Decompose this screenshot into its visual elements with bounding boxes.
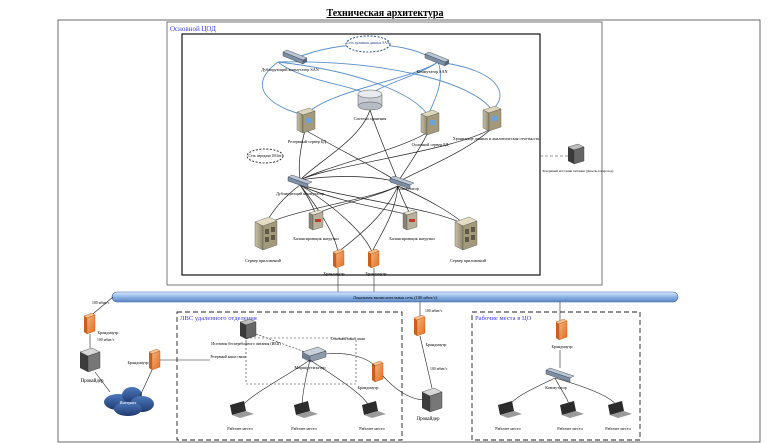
lan-switch-left-label: Дублирующий коммутатор — [276, 191, 324, 196]
link-fw-provider — [382, 375, 426, 401]
diesel-ups-icon — [567, 143, 585, 165]
main-db-server-icon — [420, 109, 440, 136]
archive-server-icon — [482, 105, 502, 132]
diagram-title: Техническая архитектура — [327, 8, 444, 19]
co-switch-label: Коммутатор — [545, 385, 567, 390]
provider-center-icon — [421, 387, 443, 413]
load-balancer-right-icon — [402, 209, 418, 231]
remote-ws-2-label: Рабочее место — [291, 426, 317, 431]
link-provider-internet — [94, 371, 111, 393]
app-server-right-label: Сервер приложений — [450, 258, 487, 263]
link-ups-router — [255, 333, 306, 353]
san-switch-right-label: Коммутатор SAN — [416, 69, 447, 74]
co-laptop-1-icon — [498, 401, 522, 418]
lan-bus-label: Локальная вычислительная сеть (100 мбит/… — [353, 295, 438, 300]
firewall-main-left-label: Брандмауэр — [324, 271, 345, 276]
firewall-main-right-icon — [367, 248, 380, 269]
co-laptop-3-icon — [608, 401, 632, 418]
san-switch-left-icon — [282, 49, 308, 65]
provider-left-icon — [79, 347, 101, 373]
lan-switch-right-label: Коммутатор — [397, 186, 419, 191]
load-balancer-left-label: Балансировщик нагрузки — [293, 236, 339, 241]
left-speed-mid: 100 мбит/с — [97, 338, 115, 342]
diesel-ups-label: Резервный источник питания (Дизель-генер… — [543, 169, 614, 173]
provider-center-label: Провайдер — [416, 417, 440, 422]
co-firewall-icon — [555, 318, 568, 341]
backup-db-server-label: Резервный сервер БД — [288, 139, 326, 144]
link-router-fw — [325, 353, 376, 367]
internet-label: Интернет — [120, 400, 137, 405]
backup-db-server-icon — [296, 107, 316, 134]
san-switch-left-label: Дублирующий коммутатор SAN — [261, 67, 319, 72]
firewall-left-mid-icon — [148, 348, 161, 371]
remote-firewall-icon — [371, 360, 384, 383]
main-dc-region — [166, 21, 603, 286]
remote-ups-label: Источник бесперебойного питания (ИБП) — [211, 342, 281, 346]
main-channel-label: Основной канал связи — [331, 337, 365, 341]
router-label: Маршрутизатор — [294, 365, 326, 370]
left-speed-top: 100 мбит/с — [92, 301, 110, 305]
remote-laptop-1-icon — [230, 401, 254, 418]
co-laptop-2-icon — [560, 401, 584, 418]
remote-ws-3-label: Рабочее место — [359, 426, 385, 431]
workplaces-co-label: Рабочие места в ЦО — [475, 315, 532, 322]
remote-office-label: ЛВС удаленного отделения — [180, 315, 257, 322]
main-db-server-label: Основной сервер БД — [412, 142, 449, 147]
remote-ws-1-label: Рабочее место — [227, 426, 253, 431]
provider-left-label: Провайдер — [80, 379, 104, 384]
internet-cloud-icon — [104, 387, 154, 416]
san-switch-right-icon — [424, 51, 450, 67]
workplaces-co-region — [471, 311, 641, 441]
center-firewall-label: Брандмауэр — [426, 342, 447, 347]
firewall-left-mid-label: Брандмауэр — [128, 360, 149, 365]
link-internet-fw — [139, 369, 153, 397]
remote-laptop-2-icon — [294, 401, 318, 418]
center-firewall-icon — [413, 314, 426, 337]
load-balancer-right-label: Балансировщик нагрузки — [389, 236, 435, 241]
link-center-fw-provider — [419, 335, 433, 389]
san-cloud — [345, 35, 391, 53]
remote-speed-label: 100 мбит/с — [425, 309, 443, 313]
outer-frame — [57, 19, 761, 443]
storage-system-icon — [357, 89, 383, 111]
firewall-main-right-label: Брандмауэр — [366, 271, 387, 276]
remote-router-zone — [245, 337, 357, 385]
firewall-left-top-label: Брандмауэр — [98, 330, 119, 335]
app-server-left-icon — [254, 216, 278, 251]
san-cloud-label: Сеть хранения данных SAN — [347, 41, 390, 45]
co-ws-1-label: Рабочее место — [495, 426, 521, 431]
co-firewall-label: Брандмауэр — [552, 344, 573, 349]
firewall-main-left-icon — [332, 248, 345, 269]
app-server-left-label: Сервер приложений — [245, 258, 282, 263]
co-switch-icon — [545, 367, 575, 383]
reserve-channel-label: Резервный канал связи — [210, 355, 245, 359]
lan-switch-right-icon — [389, 175, 415, 190]
lan-switch-left-icon — [287, 174, 313, 189]
co-links — [507, 377, 619, 409]
co-ws-2-label: Рабочее место — [557, 426, 583, 431]
main-dc-inner — [181, 33, 541, 276]
remote-firewall-label: Брандмауэр — [358, 385, 379, 390]
app-server-right-icon — [454, 216, 478, 251]
lan-cloud — [246, 148, 284, 164]
center-speed-bottom: 100 мбит/с — [430, 367, 448, 371]
remote-laptop-3-icon — [362, 401, 386, 418]
lan-cloud-label: Сеть передачи 10Gbit — [249, 154, 282, 158]
main-dc-label: Основной ЦОД — [170, 25, 216, 33]
remote-office-region — [176, 311, 403, 441]
archive-server-label: Хранилище данных и аналитическая отчетно… — [453, 136, 540, 141]
co-ws-3-label: Рабочее место — [605, 426, 631, 431]
storage-system-label: Система хранения — [354, 116, 387, 121]
remote-ups-icon — [239, 318, 257, 340]
firewall-left-top-icon — [83, 312, 96, 335]
lan-bus — [111, 291, 679, 303]
router-icon — [301, 346, 327, 363]
load-balancer-left-icon — [308, 209, 324, 231]
